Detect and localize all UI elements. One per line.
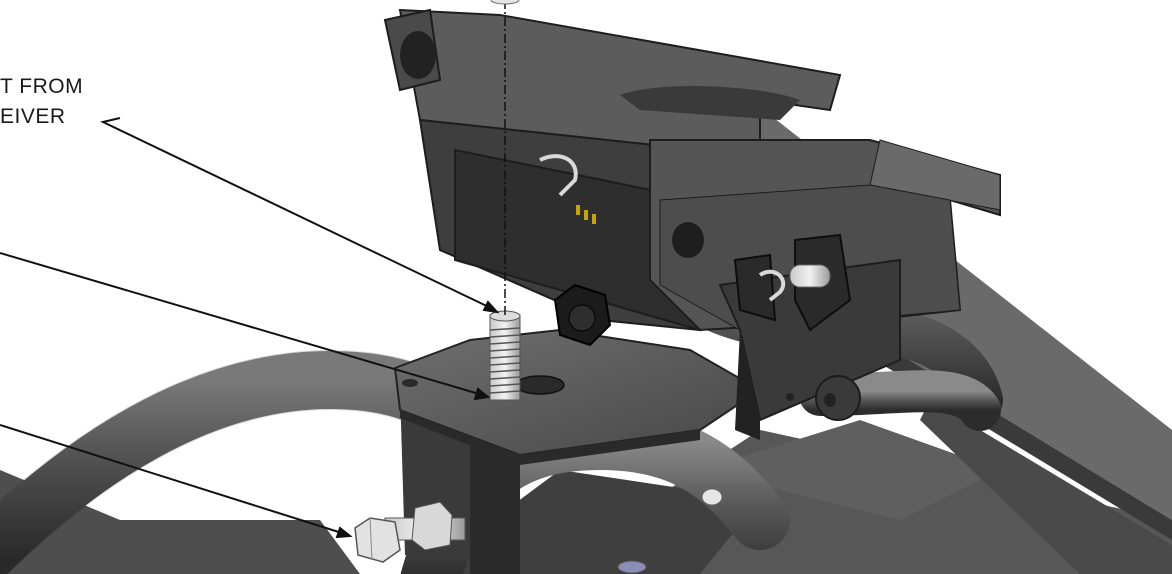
hex-bolt [354, 501, 466, 563]
top-washer [490, 0, 520, 5]
callout-line-1: T FROM [0, 75, 84, 98]
callout-line-2: EIVER [0, 105, 66, 128]
adjustment-knob [553, 283, 612, 347]
hitch-head [383, 8, 1001, 440]
threaded-stud [489, 310, 521, 401]
base-frame [0, 420, 1172, 574]
leader-lines [0, 117, 500, 539]
small-clip [617, 488, 723, 574]
